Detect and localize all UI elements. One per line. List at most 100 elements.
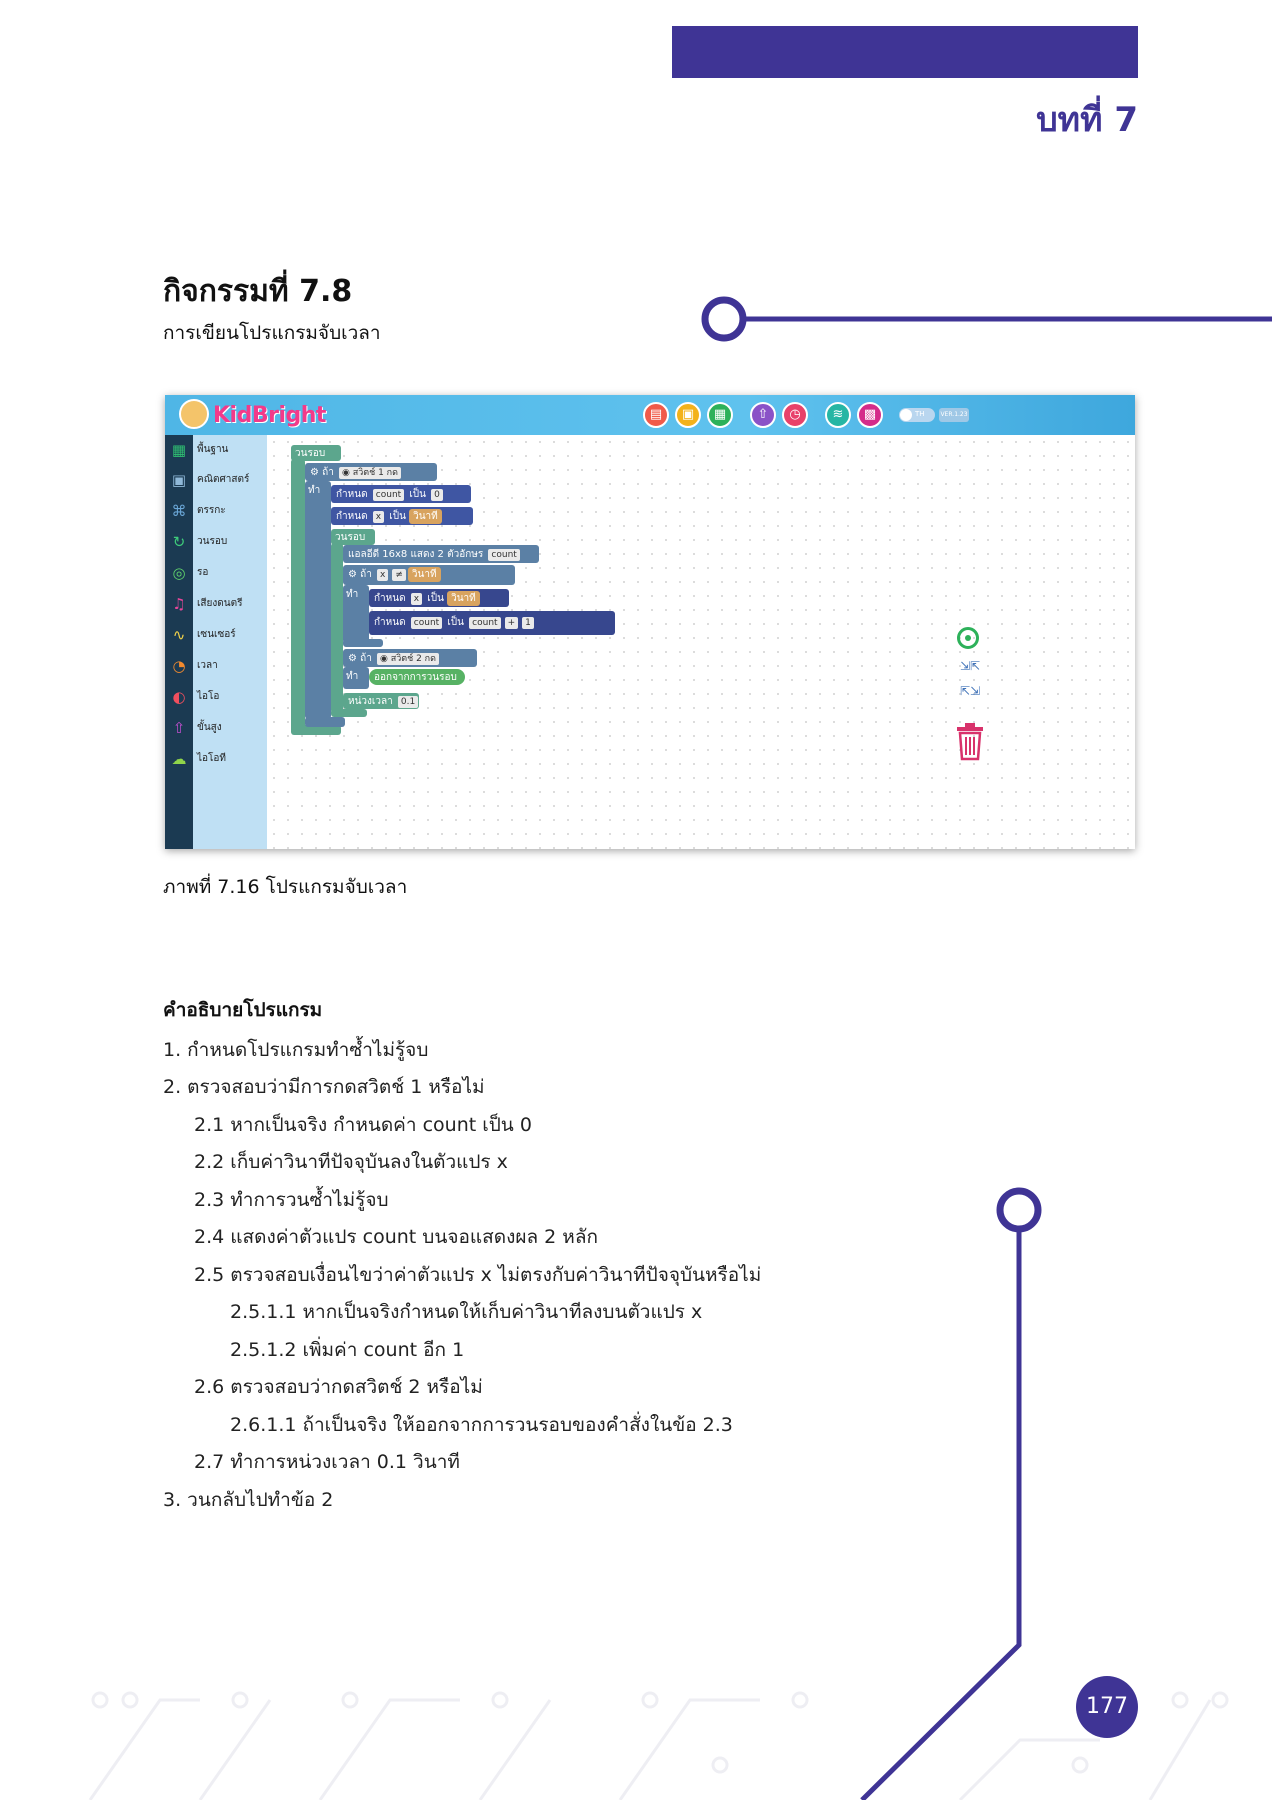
delay-value-chip[interactable]: 0.1 [397,696,419,708]
category-iot[interactable]: ☁ไอโอที [165,744,295,774]
x-var-chip[interactable]: x [372,511,385,523]
category-label: ตรรกะ [197,505,226,516]
io-toggle-icon: ◐ [172,688,186,706]
led-display-label: แอลอีดี 16x8 แสดง 2 ตัวอักษร [348,549,484,560]
do-label: ทำ [346,589,359,600]
set-count-block[interactable]: กำหนด count เป็น 0 [331,485,471,503]
count-var-chip[interactable]: count [469,617,501,629]
qr-code-button[interactable]: ▩ [857,402,883,428]
switch1-label: สวิตช์ 1 กด [352,468,398,478]
if-switch1-block[interactable]: ⚙ ถ้า ◉ สวิตช์ 1 กด [305,463,437,481]
second-block[interactable]: วินาที [447,591,480,606]
advanced-arrow-icon: ⇧ [172,719,186,737]
language-toggle[interactable]: TH [899,408,935,422]
save-button[interactable]: ▦ [707,402,733,428]
break-loop-label: ออกจากการวนรอบ [374,672,457,683]
step-item: 1. กำหนดโปรแกรมทำซ้ำไม่รู้จบ [163,1039,429,1061]
category-basic[interactable]: ▦พื้นฐาน [165,435,295,465]
qr-code-icon: ▩ [863,407,877,422]
second-block[interactable]: วินาที [407,567,441,582]
neq-operator-chip[interactable]: ≠ [392,569,406,581]
set-x-block[interactable]: กำหนด x เป็น วินาที [331,507,473,525]
kidbright-logo: KidBright [179,399,326,431]
break-loop-block[interactable]: ออกจากการวนรอบ [369,669,465,685]
if-switch2-body: ทำ [343,667,369,689]
switch2-chip: ◉ สวิตช์ 2 กด [377,653,439,665]
inner-loop-block[interactable]: วนรอบ [331,529,375,545]
wifi-icon: ≋ [832,407,844,422]
step-item: 2.3 ทำการวนซ้ำไม่รู้จบ [194,1189,389,1211]
alarm-clock-button[interactable]: ◷ [782,402,808,428]
set-x-second-block[interactable]: กำหนด x เป็น วินาที [369,589,509,607]
if-switch1-body: ทำ [305,481,331,719]
category-time[interactable]: ◔ เวลา [165,651,295,681]
wait-icon: ◎ [172,564,186,582]
if-switch2-block[interactable]: ⚙ ถ้า ◉ สวิตช์ 2 กด [343,649,477,667]
loop-label: วนรอบ [295,448,326,459]
wifi-button[interactable]: ≋ [825,402,851,428]
category-advanced[interactable]: ⇧ ขั้นสูง [165,713,295,743]
step-item: 2.4 แสดงค่าตัวแปร count บนจอแสดงผล 2 หลั… [194,1226,598,1248]
step-item: 3. วนกลับไปทำข้อ 2 [163,1489,334,1511]
step-item: 2.2 เก็บค่าวินาทีปัจจุบันลงในตัวแปร x [194,1151,508,1173]
category-loop[interactable]: ↻วนรอบ [165,527,295,557]
loop-label: วนรอบ [335,532,366,543]
outer-loop-spine [291,459,305,731]
set-label: กำหนด [336,511,368,522]
count-var-chip[interactable]: count [372,489,405,501]
be-label: เป็น [389,511,406,522]
count-var-chip[interactable]: count [410,617,443,629]
upload-button[interactable]: ⇧ [750,402,776,428]
plus-operator-chip[interactable]: + [504,617,519,629]
clock-icon: ◔ [172,657,186,675]
figure-caption: ภาพที่ 7.16 โปรแกรมจับเวลา [163,876,408,898]
category-label: ขั้นสูง [197,722,222,733]
trash-icon[interactable] [953,721,987,761]
step-item: 2. ตรวจสอบว่ามีการกดสวิตช์ 1 หรือไม่ [163,1076,485,1098]
open-folder-icon: ▣ [681,407,695,422]
increment-count-block[interactable]: กำหนด count เป็น count+1 [369,611,615,635]
delay-label: หน่วงเวลา [348,696,393,707]
app-toolbar: KidBright ▤ ▣ ▦ ⇧ ◷ ≋ ▩ TH VER.1.23 [165,395,1135,435]
activity-title: กิจกรรมที่ 7.8 [163,274,353,309]
category-label: เสียงดนตรี [197,598,243,609]
save-icon: ▦ [713,407,727,422]
if-switch1-foot [305,717,345,727]
if-label: ถ้า [322,467,334,478]
chapter-label: บทที่ 7 [1036,100,1138,140]
do-label: ทำ [308,485,321,496]
kidbright-screenshot: KidBright ▤ ▣ ▦ ⇧ ◷ ≋ ▩ TH VER.1.23 ▦พื้… [165,395,1135,849]
background-circuit-pattern [88,1691,1229,1800]
activity-subtitle: การเขียนโปรแกรมจับเวลา [163,322,381,344]
if-x-neq-second-block[interactable]: ⚙ ถ้า x≠วินาที [343,565,515,585]
category-music[interactable]: ♫เสียงดนตรี [165,589,295,619]
category-sensor[interactable]: ∿เซนเซอร์ [165,620,295,650]
category-label: เวลา [197,660,218,671]
x-var-chip[interactable]: x [377,569,389,581]
zoom-out-icon[interactable]: ⇱⇲ [959,684,981,698]
led-display-block[interactable]: แอลอีดี 16x8 แสดง 2 ตัวอักษร count [343,545,539,563]
outer-loop-block[interactable]: วนรอบ [291,445,341,461]
zoom-in-icon[interactable]: ⇲⇱ [959,659,981,673]
category-io[interactable]: ◐ไอโอ [165,682,295,712]
delay-block[interactable]: หน่วงเวลา 0.1 [343,693,419,709]
step-item: 2.6 ตรวจสอบว่ากดสวิตช์ 2 หรือไม่ [194,1376,483,1398]
zero-value-chip[interactable]: 0 [431,489,443,501]
inner-loop-foot [331,709,367,717]
open-folder-button[interactable]: ▣ [675,402,701,428]
category-wait[interactable]: ◎รอ [165,558,295,588]
x-var-chip[interactable]: x [410,593,423,605]
page-number: 177 [1076,1676,1138,1738]
iot-cloud-icon: ☁ [171,750,187,768]
one-value-chip[interactable]: 1 [522,617,534,629]
center-target-icon[interactable] [957,627,979,649]
alarm-clock-icon: ◷ [789,407,801,422]
second-block[interactable]: วินาที [409,509,442,524]
count-var-chip[interactable]: count [488,549,520,561]
category-logic[interactable]: ⌘ตรรกะ [165,496,295,526]
new-file-button[interactable]: ▤ [643,402,669,428]
toggle-label: TH [915,410,925,418]
block-workspace[interactable] [267,435,1135,849]
category-math[interactable]: ▣คณิตศาสตร์ [165,465,295,495]
if-label: ถ้า [360,653,372,664]
